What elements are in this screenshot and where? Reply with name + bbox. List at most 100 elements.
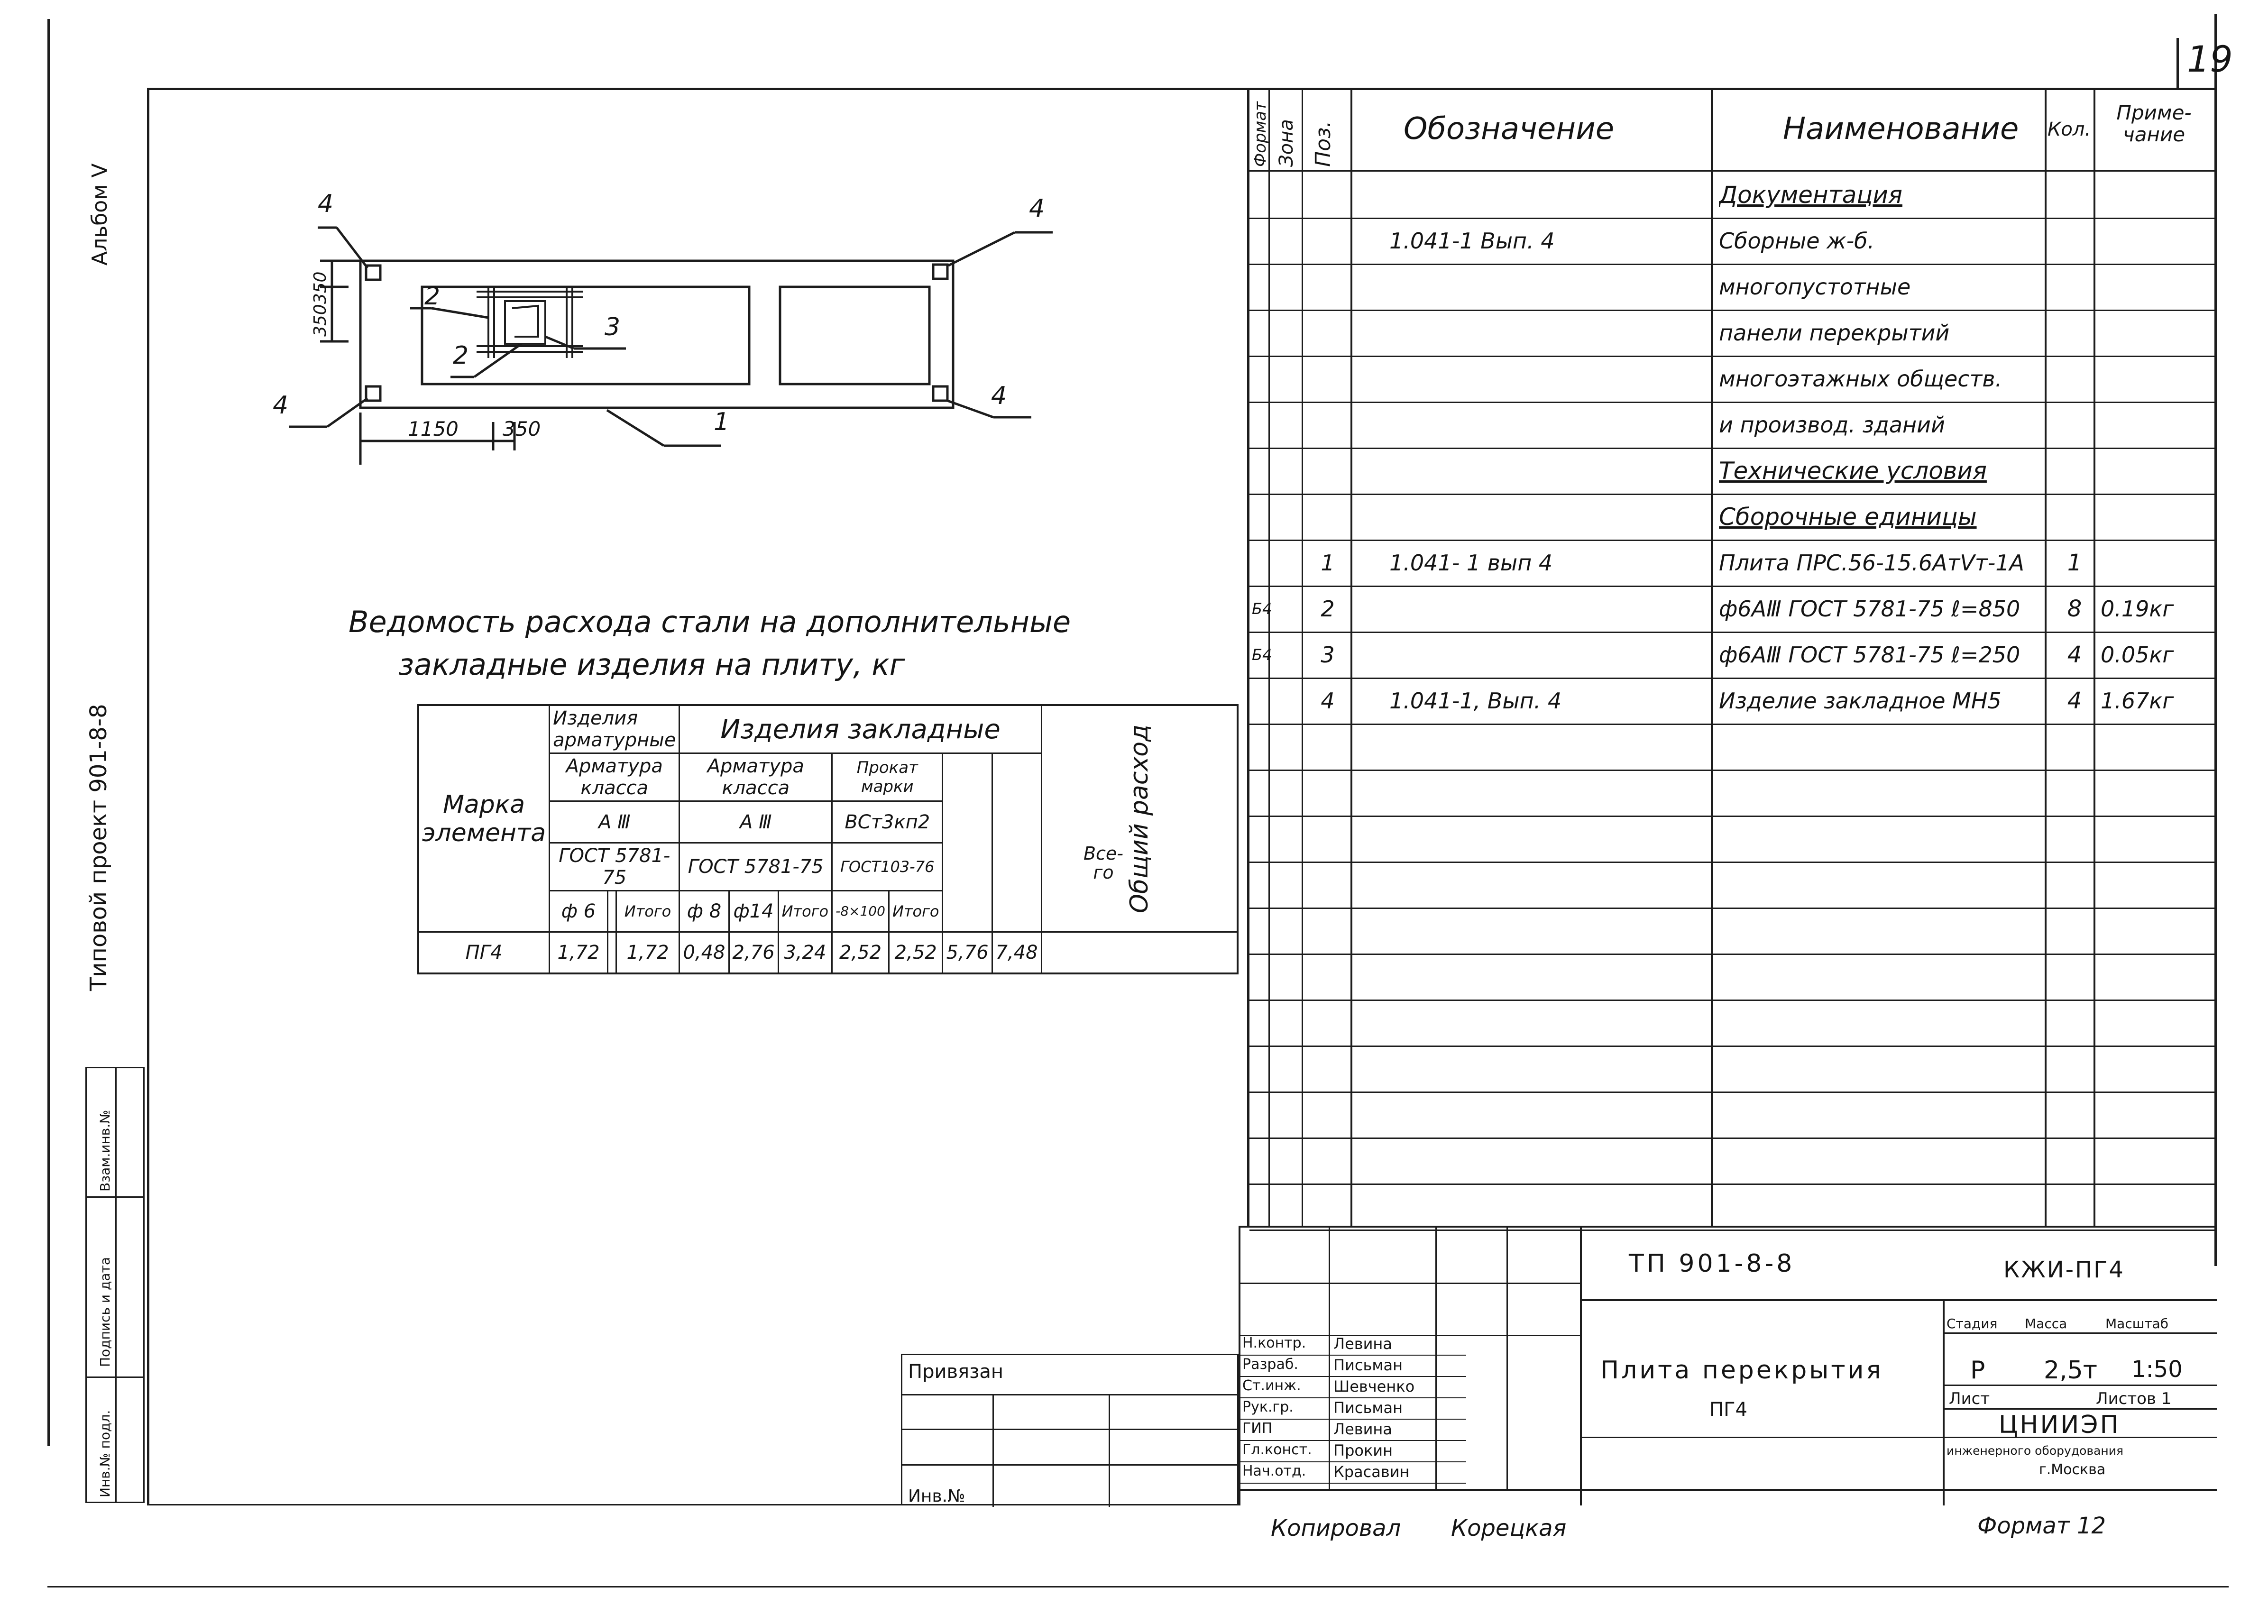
spec-cell-qty	[2053, 310, 2096, 356]
inv-label: Инв.№	[908, 1486, 965, 1506]
spec-cell-name: и производ. зданий	[1719, 412, 1945, 438]
spec-cell-designation	[1361, 172, 1740, 218]
title-block	[1239, 1226, 2217, 1505]
callout-2-upper: 2	[424, 282, 441, 311]
stage-label: Стадия	[1947, 1316, 1998, 1331]
spec-cell-qty	[2053, 494, 2096, 540]
bound-block	[901, 1354, 1239, 1507]
spec-cell-pos	[1309, 494, 1347, 540]
spec-cell-note: 1.67кг	[2101, 688, 2174, 714]
spec-cell-name: многоэтажных обществ.	[1719, 366, 2002, 392]
spec-h-name: Наименование	[1783, 111, 2019, 147]
format-label: Формат 12	[1977, 1513, 2106, 1539]
spec-cell-pos	[1309, 402, 1347, 448]
callout-1: 1	[714, 408, 730, 436]
h-gost-3: ГОСТ103-76	[831, 842, 944, 891]
spec-cell-qty: 8	[2067, 595, 2082, 622]
spec-cell-format: Б4	[1252, 645, 1272, 664]
spec-cell-note	[2101, 172, 2214, 218]
role-label: Н.контр.	[1242, 1335, 1306, 1351]
spec-cell-format: Б4	[1252, 599, 1272, 618]
spec-h-note: Приме-чание	[2116, 101, 2192, 146]
spec-cell-note	[2101, 494, 2214, 540]
row-total-c: 2,52	[888, 931, 944, 974]
spec-cell-note	[2101, 540, 2214, 586]
role-label: Нач.отд.	[1242, 1463, 1306, 1479]
dim-350-vertical: 350350	[311, 271, 330, 337]
frame-left	[147, 88, 149, 1505]
spec-row: Технические условия	[1249, 448, 2217, 494]
spec-cell-format	[1252, 678, 1273, 724]
h-gost-2: ГОСТ 5781-75	[679, 842, 833, 891]
spec-cell-name: многопустотные	[1719, 274, 1911, 300]
role-label: Разраб.	[1242, 1356, 1298, 1373]
h-arm-class-1: Арматура класса	[549, 752, 680, 802]
spec-cell-pos	[1309, 264, 1347, 310]
row-strip: 2,52	[831, 931, 890, 974]
signer-name: Прокин	[1333, 1441, 1393, 1459]
spec-cell-designation	[1361, 402, 1740, 448]
steel-statement-table: Марка элемента Изделия арматурные Издели…	[417, 704, 1239, 974]
album-label: Альбом Ⅴ	[88, 163, 112, 266]
row-total-a: 1,72	[615, 931, 680, 974]
spec-cell-qty	[2053, 448, 2096, 494]
spec-cell-format	[1252, 402, 1273, 448]
h-arm-class-2: Арматура класса	[679, 752, 833, 802]
mass-value: 2,5т	[2044, 1356, 2097, 1385]
org-line1: ЦНИИЭП	[1999, 1411, 2121, 1439]
spec-cell-pos: 1	[1321, 550, 1335, 576]
dim-350-horizontal: 350	[503, 417, 541, 440]
spec-cell-designation	[1361, 264, 1740, 310]
dim-1150: 1150	[408, 417, 459, 440]
spec-cell-note	[2101, 218, 2214, 264]
spec-cell-qty	[2053, 218, 2096, 264]
spec-cell-pos: 3	[1321, 642, 1335, 668]
scale-value: 1:50	[2131, 1356, 2183, 1383]
spec-cell-qty: 4	[2067, 687, 2082, 714]
spec-cell-name: Документация	[1719, 181, 1902, 209]
callout-2-lower: 2	[453, 341, 469, 370]
row-total-b: 3,24	[777, 931, 833, 974]
spec-row: многопустотные	[1249, 264, 2217, 310]
spec-h-format: Формат	[1251, 101, 1270, 167]
page-bottom-line	[47, 1586, 2229, 1587]
spec-cell-note: 0.19кг	[2101, 596, 2174, 622]
embed-bl	[365, 385, 382, 402]
row-d14: 2,76	[728, 931, 779, 974]
spec-cell-pos	[1309, 356, 1347, 402]
spec-cell-designation	[1361, 356, 1740, 402]
spec-cell-name: Плита ПРС.56-15.6АтVт-1А	[1719, 550, 2024, 576]
frame-bottom	[147, 1504, 1238, 1505]
spec-row: многоэтажных обществ.	[1249, 356, 2217, 402]
h-total-b: Итого	[777, 890, 833, 933]
spec-cell-pos	[1309, 172, 1347, 218]
callout-4-bottom-right: 4	[991, 382, 1007, 410]
steel-statement-title: Ведомость расхода стали на дополнительны…	[349, 605, 1071, 639]
h-arm-items: Изделия арматурные	[549, 704, 680, 754]
spec-cell-name: ф6АⅢ ГОСТ 5781-75 ℓ=850	[1719, 596, 2020, 622]
spec-cell-designation: 1.041-1, Вып. 4	[1389, 688, 1562, 714]
margin-stamp: Взам.инв.№ Подпись и дата Инв.№ подл.	[85, 1067, 145, 1503]
embed-tl	[365, 264, 382, 281]
spec-cell-qty	[2053, 172, 2096, 218]
opening-large	[421, 285, 751, 385]
steel-statement-subtitle: закладные изделия на плиту, кг	[398, 647, 905, 682]
role-label: Гл.конст.	[1242, 1441, 1312, 1458]
h-grade-1: А Ⅲ	[549, 800, 680, 844]
spec-cell-name: Сборочные единицы	[1719, 503, 1977, 531]
signer-name: Шевченко	[1333, 1377, 1415, 1395]
callout-3: 3	[605, 313, 621, 341]
h-d8: ф 8	[679, 890, 730, 933]
embed-br	[932, 385, 949, 402]
role-label: ГИП	[1242, 1420, 1273, 1437]
h-gost-1: ГОСТ 5781-75	[549, 842, 680, 891]
spec-cell-format	[1252, 540, 1273, 586]
h-total-c: Итого	[888, 890, 944, 933]
opening-small	[779, 285, 931, 385]
signer-name: Левина	[1333, 1420, 1392, 1438]
signer-name: Левина	[1333, 1335, 1392, 1353]
signer-name: Письман	[1333, 1399, 1403, 1417]
